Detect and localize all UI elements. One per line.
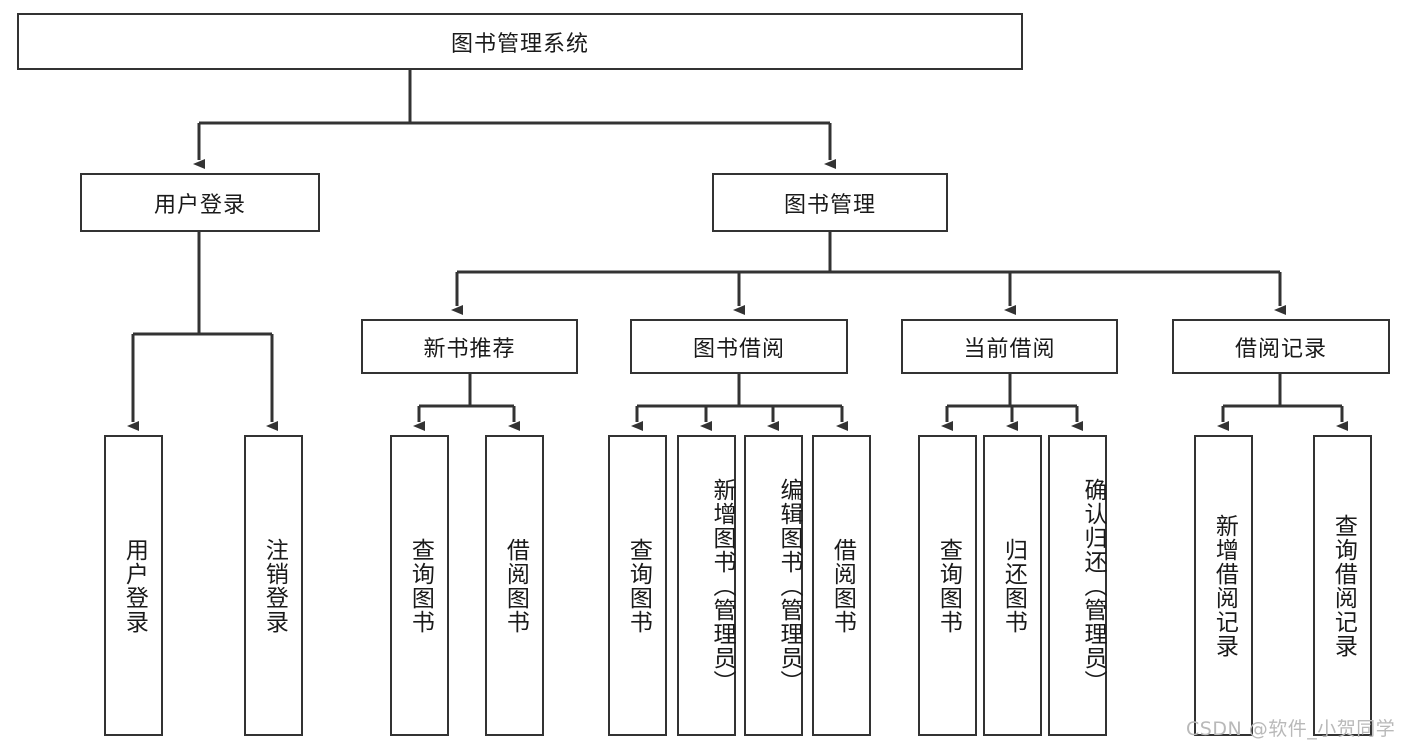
node-label: 新书推荐 [423, 336, 516, 362]
leaf-query-book-recommend[interactable]: 查询图书 [390, 435, 449, 736]
node-label: 查询借阅记录 [1330, 513, 1357, 658]
node-label: 图书借阅 [692, 336, 785, 362]
node-label: 图书管理系统 [450, 31, 589, 57]
node-book-borrow[interactable]: 图书借阅 [630, 319, 848, 374]
leaf-logout[interactable]: 注销登录 [244, 435, 303, 736]
node-label: 借阅图书 [829, 537, 856, 634]
leaf-borrow-book[interactable]: 借阅图书 [812, 435, 871, 736]
node-label: 查询图书 [935, 537, 962, 634]
node-label: 当前借阅 [963, 336, 1056, 362]
node-label: 新增图书（管理员） [709, 477, 735, 694]
node-label: 新增借阅记录 [1211, 513, 1238, 658]
node-label: 借阅记录 [1234, 336, 1327, 362]
node-label: 确认归还（管理员） [1080, 477, 1106, 694]
node-book-management[interactable]: 图书管理 [712, 173, 948, 232]
node-label: 图书管理 [783, 192, 876, 218]
node-current-borrow[interactable]: 当前借阅 [901, 319, 1118, 374]
leaf-borrow-book-recommend[interactable]: 借阅图书 [485, 435, 544, 736]
node-label: 注销登录 [261, 537, 288, 634]
node-label: 借阅图书 [502, 537, 529, 634]
leaf-add-borrow-record[interactable]: 新增借阅记录 [1194, 435, 1253, 736]
leaf-return-book[interactable]: 归还图书 [983, 435, 1042, 736]
node-label: 查询图书 [625, 537, 652, 634]
leaf-query-book-borrow[interactable]: 查询图书 [608, 435, 667, 736]
node-root-system[interactable]: 图书管理系统 [17, 13, 1023, 70]
node-borrow-record[interactable]: 借阅记录 [1172, 319, 1390, 374]
leaf-add-book-admin[interactable]: 新增图书（管理员） [677, 435, 736, 736]
node-label: 归还图书 [1000, 537, 1027, 634]
leaf-user-login[interactable]: 用户登录 [104, 435, 163, 736]
leaf-confirm-return-admin[interactable]: 确认归还（管理员） [1048, 435, 1107, 736]
node-new-book-recommend[interactable]: 新书推荐 [361, 319, 578, 374]
csdn-watermark: CSDN @软件_小贺同学 [1186, 718, 1396, 740]
leaf-query-borrow-record[interactable]: 查询借阅记录 [1313, 435, 1372, 736]
node-label: 用户登录 [153, 192, 246, 218]
node-label: 编辑图书（管理员） [776, 477, 802, 694]
node-label: 查询图书 [407, 537, 434, 634]
node-label: 用户登录 [121, 537, 148, 634]
leaf-query-book-current[interactable]: 查询图书 [918, 435, 977, 736]
node-user-login[interactable]: 用户登录 [80, 173, 320, 232]
leaf-edit-book-admin[interactable]: 编辑图书（管理员） [744, 435, 803, 736]
